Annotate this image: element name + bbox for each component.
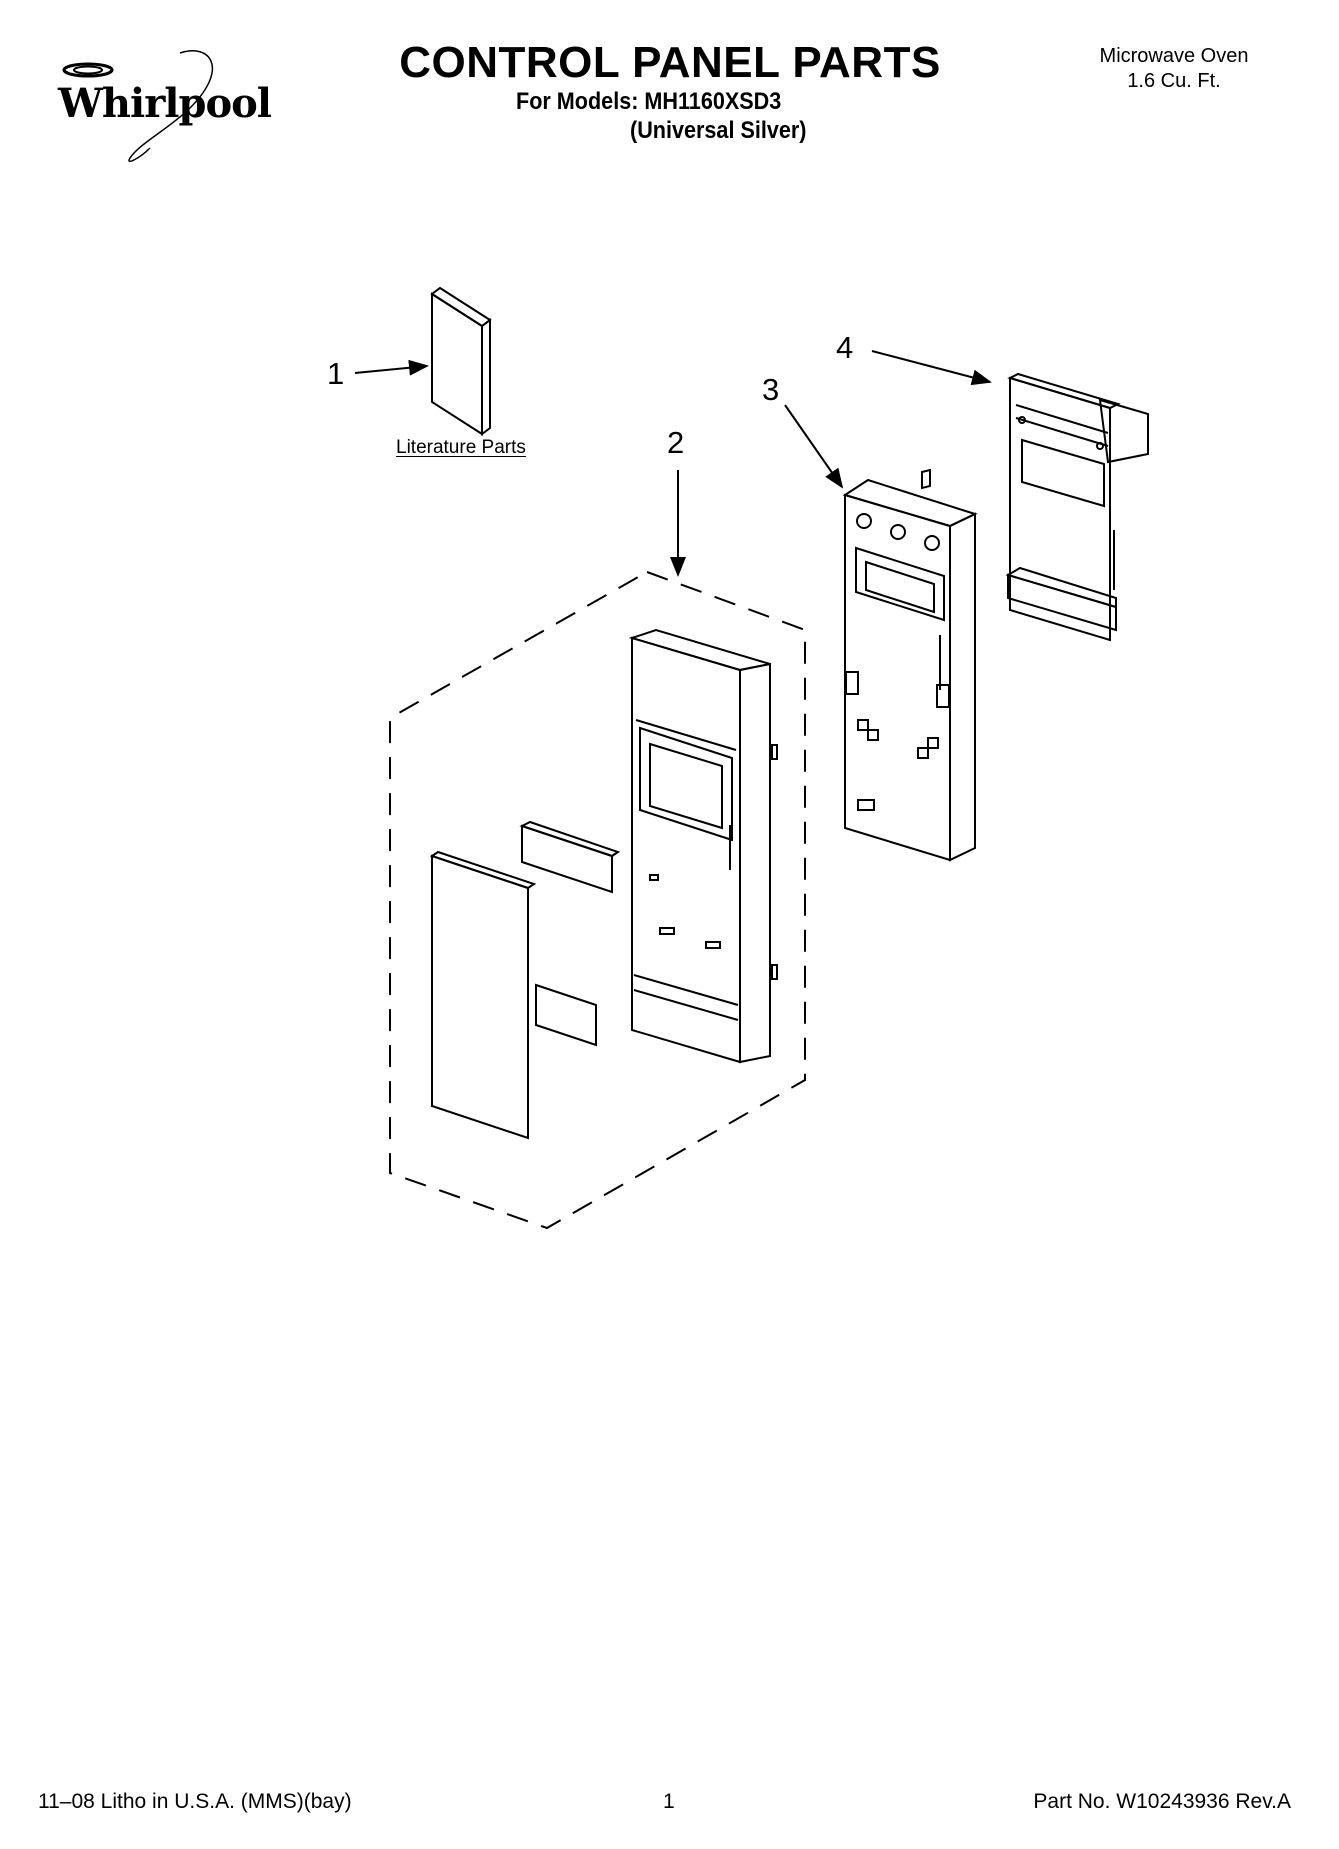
whirlpool-logo [62, 50, 213, 162]
color-line: (Universal Silver) [630, 117, 807, 144]
display-window [519, 820, 621, 894]
literature-parts-label: Literature Parts [396, 437, 526, 458]
callout-2: 2 [667, 425, 685, 460]
literature-booklet [430, 286, 492, 436]
control-panel-front [628, 628, 778, 1064]
callout-4: 4 [836, 330, 854, 365]
product-capacity: 1.6 Cu. Ft. [1127, 70, 1221, 92]
callout-3-leader [784, 404, 844, 489]
control-board [1005, 372, 1149, 642]
page-number: 1 [663, 1790, 675, 1813]
control-panel-frame [842, 468, 978, 862]
touchpad-membrane [429, 850, 537, 1140]
models-line: For Models: MH1160XSD3 [516, 88, 782, 115]
brand-name: Whirlpool [58, 80, 272, 127]
product-type: Microwave Oven [1099, 45, 1249, 67]
page-title: CONTROL PANEL PARTS [399, 38, 941, 87]
callout-4-leader [871, 350, 992, 386]
callout-1: 1 [327, 356, 345, 391]
assembly-2-boundary [389, 570, 806, 1230]
product-info: Microwave Oven 1.6 Cu. Ft. [1064, 44, 1284, 94]
part-number: Part No. W10243936 Rev.A [1033, 1790, 1291, 1813]
membrane-tail [535, 983, 597, 1047]
litho-info: 11–08 Litho in U.S.A. (MMS)(bay) [38, 1790, 352, 1813]
callout-3: 3 [762, 372, 780, 407]
callout-1-leader [354, 359, 429, 376]
